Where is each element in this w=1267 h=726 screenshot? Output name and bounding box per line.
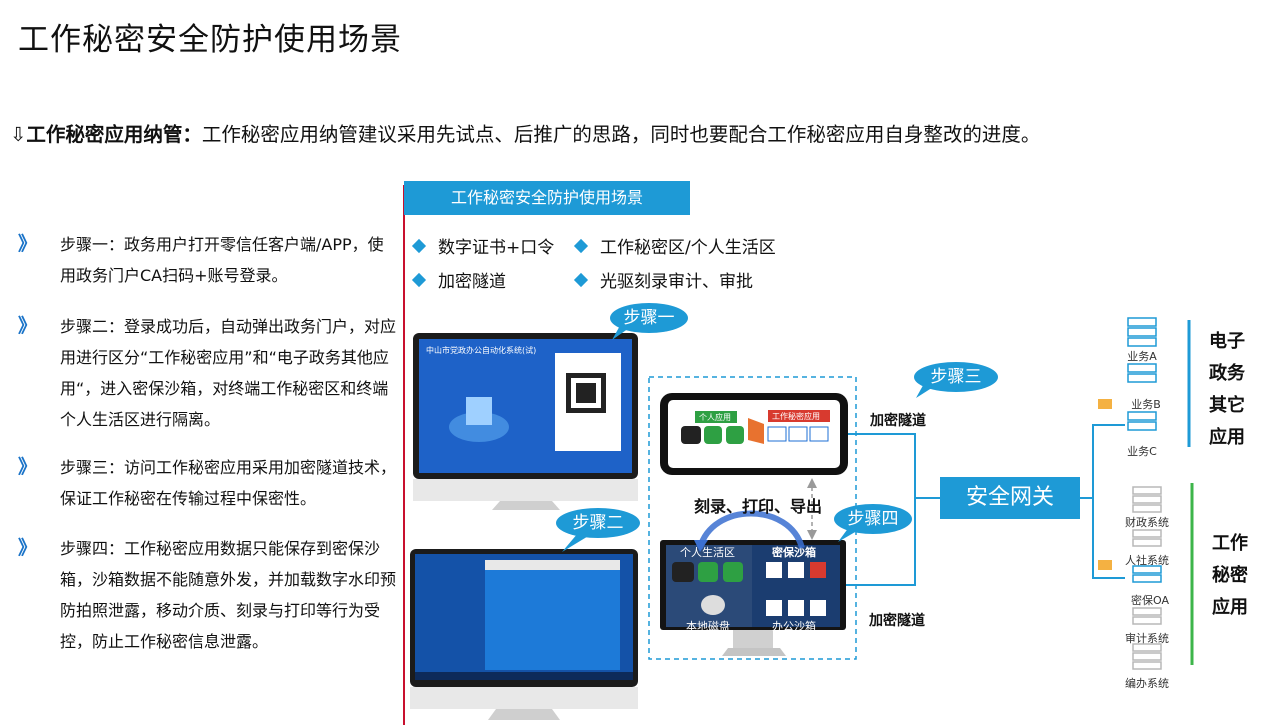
phone-personal-label: 个人应用 [699, 412, 731, 422]
monitor-1-icon [413, 333, 638, 510]
intro-line: ⇩工作秘密应用纳管：工作秘密应用纳管建议采用先试点、后推广的思路，同时也要配合工… [10, 118, 1040, 147]
tunnel-bottom-label: 加密隧道 [869, 613, 925, 629]
bullet-item: 数字证书+口令 [411, 233, 555, 258]
server-label: 编办系统 [1125, 677, 1169, 690]
phone-secret-label: 工作秘密应用 [772, 411, 820, 421]
server-stack-icon [1127, 317, 1157, 431]
laptop-icon [660, 540, 846, 656]
server-label: 密保OA [1131, 594, 1169, 607]
callout-step2: 步骤二 [556, 508, 640, 538]
phone-icon [660, 393, 848, 475]
category-line: 政务 [1209, 363, 1245, 384]
down-arrow-icon: ⇩ [10, 123, 27, 146]
divider-line [403, 185, 405, 725]
step-text: 步骤二：登录成功后，自动弹出政务门户，对应用进行区分“工作秘密应用”和“电子政务… [60, 317, 397, 429]
category-line: 其它 [1209, 395, 1245, 416]
actions-label: 刻录、打印、导出 [694, 497, 823, 516]
laptop-office-label: 办公沙箱 [772, 619, 816, 633]
laptop-sandbox-label: 密保沙箱 [772, 545, 816, 559]
bullet-text: 工作秘密区/个人生活区 [600, 238, 776, 258]
step-item: 》 步骤三：访问工作秘密应用采用加密隧道技术，保证工作秘密在传输过程中保密性。 [18, 452, 398, 514]
laptop-personal-label: 个人生活区 [680, 545, 735, 559]
callout-step3: 步骤三 [914, 362, 998, 392]
category-top: 电子 政务 其它 应用 [1203, 326, 1251, 454]
bullet-text: 数字证书+口令 [438, 238, 555, 258]
server-stack-icon [1132, 486, 1162, 670]
folder-icon [1098, 399, 1112, 409]
category-bottom: 工作 秘密 应用 [1206, 528, 1254, 624]
step-item: 》 步骤一：政务用户打开零信任客户端/APP，使用政务门户CA扫码+账号登录。 [18, 229, 398, 291]
bullet-text: 加密隧道 [438, 272, 506, 292]
step-item: 》 步骤二：登录成功后，自动弹出政务门户，对应用进行区分“工作秘密应用”和“电子… [18, 311, 398, 435]
category-line: 秘密 [1212, 565, 1248, 586]
bullet-item: 光驱刻录审计、审批 [573, 267, 753, 292]
step-text: 步骤一：政务用户打开零信任客户端/APP，使用政务门户CA扫码+账号登录。 [60, 235, 384, 285]
laptop-disk-label: 本地磁盘 [686, 619, 730, 633]
page-title: 工作秘密安全防护使用场景 [18, 22, 402, 58]
step-text: 步骤三：访问工作秘密应用采用加密隧道技术，保证工作秘密在传输过程中保密性。 [60, 458, 397, 508]
intro-text: 工作秘密应用纳管建议采用先试点、后推广的思路，同时也要配合工作秘密应用自身整改的… [201, 123, 1041, 146]
server-label: 业务C [1127, 445, 1157, 458]
server-label: 业务A [1127, 350, 1157, 363]
server-label: 财政系统 [1125, 516, 1169, 529]
tunnel-top-label: 加密隧道 [870, 413, 926, 429]
category-line: 应用 [1209, 427, 1245, 448]
step-text: 步骤四：工作秘密应用数据只能保存到密保沙箱，沙箱数据不能随意外发，并加载数字水印… [60, 539, 397, 651]
callout-step4: 步骤四 [834, 504, 912, 534]
category-line: 工作 [1212, 533, 1248, 554]
category-line: 应用 [1212, 597, 1248, 618]
monitor-1-screen-title: 中山市党政办公自动化系统(试) [426, 345, 536, 355]
server-stack-icon [1132, 565, 1162, 583]
security-gateway: 安全网关 [940, 477, 1080, 519]
server-label: 人社系统 [1125, 554, 1169, 567]
server-label: 业务B [1131, 398, 1161, 411]
panel-banner: 工作秘密安全防护使用场景 [404, 181, 690, 215]
step-item: 》 步骤四：工作秘密应用数据只能保存到密保沙箱，沙箱数据不能随意外发，并加载数字… [18, 533, 398, 657]
callout-step1: 步骤一 [610, 303, 688, 333]
bullet-text: 光驱刻录审计、审批 [600, 272, 753, 292]
intro-bold: 工作秘密应用纳管： [26, 123, 202, 146]
dashed-frame [648, 376, 857, 660]
monitor-2-icon [410, 549, 638, 720]
folder-icon [1098, 560, 1112, 570]
bullet-item: 工作秘密区/个人生活区 [573, 233, 776, 258]
server-label: 审计系统 [1125, 632, 1169, 645]
bullet-item: 加密隧道 [411, 267, 506, 292]
category-line: 电子 [1209, 331, 1245, 352]
